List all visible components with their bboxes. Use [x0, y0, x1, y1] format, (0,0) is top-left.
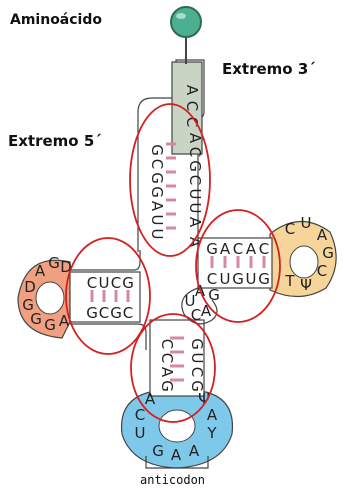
t-arm-bottom-nt: G	[258, 270, 270, 288]
d-loop-nt: G	[44, 316, 56, 334]
d-arm-top-nt: C	[111, 274, 121, 292]
d-arm-bottom-nt: G	[110, 304, 122, 322]
anticodon-loop-nt: A	[207, 406, 218, 424]
acceptor-5p-nt: G	[148, 186, 166, 198]
variable-loop-nt: U	[185, 292, 196, 310]
anticodon-left-nt: C	[158, 353, 176, 363]
t-arm-top-nt: A	[246, 240, 257, 258]
acceptor-5p-nt: G	[148, 144, 166, 156]
anticodon-loop-nt: U	[135, 424, 146, 442]
t-loop-nt: G	[322, 244, 334, 262]
variable-loop-nt: C	[191, 306, 201, 324]
d-loop-nt: A	[35, 262, 46, 280]
acceptor-3p-nt: C	[186, 147, 204, 157]
anticodon-right-nt: C	[188, 367, 206, 377]
acceptor-base-pairs	[166, 142, 176, 230]
acceptor-tail-nt: C	[183, 101, 201, 111]
d-loop-nt: G	[22, 296, 34, 314]
t-arm-top-nt: G	[206, 240, 218, 258]
d-arm-bottom-nt: C	[123, 304, 133, 322]
aminoacid-label: Aminoácido	[10, 12, 102, 28]
d-loop-nt: D	[60, 258, 72, 276]
anticodon-bracket	[145, 456, 209, 469]
anticodon-label: anticodon	[140, 473, 206, 487]
acceptor-5p-nt: G	[148, 172, 166, 184]
d-arm-bottom-nt: G	[86, 304, 98, 322]
aminoacid-ball	[170, 6, 202, 38]
acceptor-3p-nt: A	[186, 217, 204, 228]
anticodon-right-nt: G	[188, 380, 206, 392]
t-arm-bottom-nt: U	[246, 270, 257, 288]
t-arm-top-nt: A	[220, 240, 231, 258]
highlight-anticodon	[130, 313, 216, 423]
acceptor-tail-nt: C	[183, 117, 201, 127]
acceptor-extra-nt: A	[186, 237, 204, 248]
acceptor-3p-nt: U	[186, 203, 204, 214]
d-arm-top-nt: C	[87, 274, 97, 292]
anticodon-loop-nt: A	[189, 442, 200, 460]
anticodon-loop-nt: G	[152, 442, 164, 460]
acceptor-5p-nt: U	[148, 229, 166, 240]
d-arm-bottom-nt: C	[99, 304, 109, 322]
acceptor-tail-box	[171, 61, 203, 155]
acceptor-tail-nt: A	[183, 85, 201, 96]
acceptor-3p-nt: A	[186, 133, 204, 144]
acceptor-3p-nt: U	[186, 189, 204, 200]
t-arm-base-pairs	[210, 256, 266, 268]
highlight-circles	[65, 103, 281, 423]
anticodon-base-pairs	[170, 336, 184, 382]
anticodon-loop-nt: Ψ	[198, 390, 210, 408]
anticodon-left-nt: C	[158, 339, 176, 349]
end5-label: Extremo 5´	[8, 132, 102, 150]
anticodon-right-nt: U	[188, 353, 206, 364]
acceptor-3p-nt: C	[186, 175, 204, 185]
d-loop-nt: G	[48, 254, 60, 272]
t-arm-bottom-nt: C	[207, 270, 217, 288]
t-loop-nt: C	[285, 220, 295, 238]
anticodon-loop-nt: A	[145, 390, 156, 408]
anticodon-right-nt: G	[188, 338, 206, 350]
acceptor-5p-nt: C	[148, 159, 166, 169]
variable-loop-nt: A	[201, 302, 212, 320]
highlight-acceptor	[129, 103, 211, 257]
variable-loop-nt: G	[208, 286, 220, 304]
t-arm-top-nt: C	[233, 240, 243, 258]
t-arm-top-nt: C	[259, 240, 269, 258]
t-loop-nt: Ψ	[300, 276, 312, 294]
acceptor-5p-nt: A	[148, 201, 166, 212]
highlight-d-arm	[65, 237, 151, 355]
anticodon-left-nt: A	[158, 367, 176, 378]
t-arm-bottom-nt: U	[220, 270, 231, 288]
acceptor-5p-nt: U	[148, 215, 166, 226]
t-loop-nt: A	[317, 226, 328, 244]
t-loop-nt: C	[317, 262, 327, 280]
d-loop-nt: G	[30, 310, 42, 328]
highlight-t-arm	[195, 209, 281, 323]
end3-label: Extremo 3´	[222, 60, 316, 78]
acceptor-3p-nt: G	[186, 160, 204, 172]
t-loop-nt: T	[284, 272, 295, 290]
t-arm-bottom-nt: G	[232, 270, 244, 288]
d-loop-nt: D	[24, 278, 36, 296]
anticodon-loop-nt: A	[171, 446, 182, 464]
anticodon-left-nt: G	[158, 380, 176, 392]
t-loop-nt: U	[301, 214, 312, 232]
d-arm-base-pairs	[90, 290, 130, 302]
d-loop-nt: A	[59, 312, 70, 330]
anticodon-loop-nt: C	[135, 406, 145, 424]
d-arm-top-nt: U	[99, 274, 110, 292]
anticodon-loop-nt: Y	[206, 424, 217, 442]
d-arm-top-nt: G	[122, 274, 134, 292]
